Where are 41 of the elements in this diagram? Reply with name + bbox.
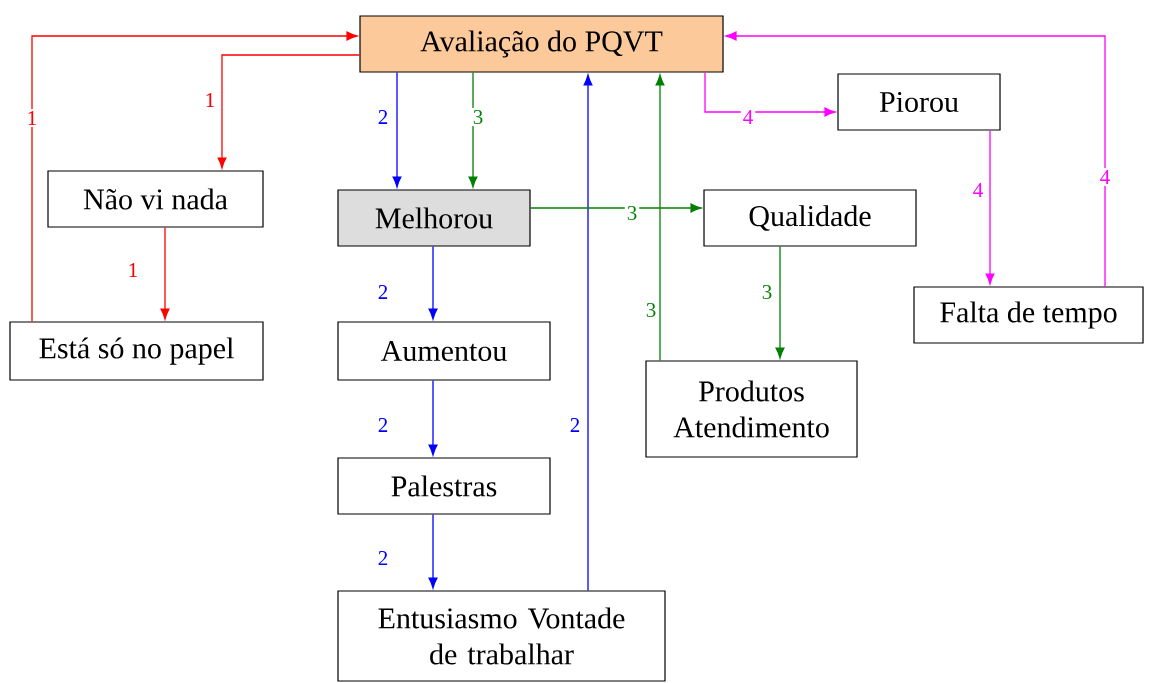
process-box: Piorou bbox=[837, 73, 1001, 131]
process-box: Produtos Atendimento bbox=[645, 360, 858, 458]
arrow bbox=[655, 74, 665, 362]
arrow bbox=[392, 71, 402, 188]
edge-label: 4 bbox=[740, 108, 756, 126]
edge-label: 3 bbox=[643, 300, 659, 320]
process-box: Não vi nada bbox=[47, 170, 264, 228]
edge-label: 2 bbox=[375, 549, 391, 567]
edge-label: 1 bbox=[125, 261, 141, 279]
edge-label: 1 bbox=[202, 91, 218, 109]
process-box: Aumentou bbox=[337, 321, 551, 381]
process-box: Está só no papel bbox=[9, 321, 264, 381]
arrow bbox=[529, 203, 702, 213]
edge-label: 3 bbox=[470, 107, 486, 127]
arrow bbox=[704, 71, 836, 117]
arrow bbox=[31, 31, 358, 323]
arrow bbox=[428, 379, 438, 456]
arrow bbox=[428, 513, 438, 589]
arrow bbox=[985, 129, 995, 285]
arrow bbox=[160, 226, 170, 320]
edge-label: 3 bbox=[624, 203, 640, 223]
edge-label: 4 bbox=[970, 181, 986, 199]
edge-label: 2 bbox=[375, 416, 391, 434]
arrow bbox=[217, 54, 361, 169]
edge-label: 4 bbox=[1097, 168, 1113, 186]
edge-label: 1 bbox=[24, 109, 40, 127]
process-box: Qualidade bbox=[703, 189, 917, 247]
process-box: Melhorou bbox=[337, 189, 531, 247]
arrow bbox=[468, 71, 478, 188]
edge-label: 3 bbox=[759, 282, 775, 302]
edge-label: 2 bbox=[567, 416, 583, 434]
arrow bbox=[725, 31, 1106, 288]
edge-label: 2 bbox=[375, 108, 391, 126]
arrow bbox=[428, 245, 438, 320]
arrow bbox=[775, 245, 785, 359]
arrow bbox=[583, 74, 593, 592]
process-box: Avaliação do PQVT bbox=[359, 15, 724, 73]
edge-label: 2 bbox=[375, 283, 391, 301]
process-box: Falta de tempo bbox=[913, 286, 1144, 344]
process-box: Palestras bbox=[337, 457, 551, 515]
process-box: Entusiasmo Vontade de trabalhar bbox=[337, 590, 666, 682]
